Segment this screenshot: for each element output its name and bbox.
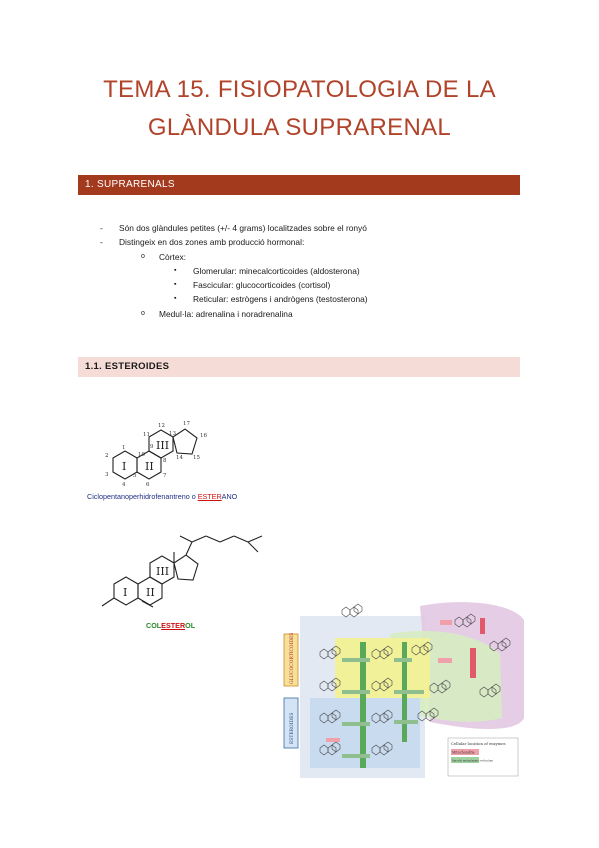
glucocorticoides-label-box (283, 633, 299, 687)
svg-text:1: 1 (122, 445, 126, 451)
svg-text:7: 7 (163, 473, 167, 479)
sterane-structure-figure: I II III 1 2 3 4 5 6 7 8 9 10 11 12 13 1… (105, 421, 207, 488)
svg-text:6: 6 (146, 482, 150, 488)
svg-text:10: 10 (138, 452, 145, 458)
svg-text:13: 13 (169, 431, 176, 437)
ring-label: II (146, 586, 155, 599)
list-item: -Són dos glàndules petites (+/- 4 grams)… (100, 223, 367, 233)
svg-text:8: 8 (163, 458, 167, 464)
svg-text:Smooth endoplasmic reticulum: Smooth endoplasmic reticulum (452, 759, 494, 763)
svg-text:Mitochondria: Mitochondria (452, 751, 475, 755)
ring-label: III (156, 565, 169, 578)
esteroides-label-box (283, 697, 299, 749)
cholesterol-structure-figure: I II III (101, 535, 263, 608)
bullet-list: -Són dos glàndules petites (+/- 4 grams)… (100, 221, 520, 321)
steroidogenesis-pathway-diagram: GLUCOCORTICOIDES ESTEROIDES (283, 602, 524, 778)
svg-text:14: 14 (176, 455, 183, 461)
ring-label: II (145, 460, 154, 473)
svg-text:5: 5 (133, 473, 137, 479)
svg-text:16: 16 (200, 433, 207, 439)
ring-label: I (123, 586, 127, 599)
list-item: ▪Fascicular: glucocorticoides (cortisol) (174, 280, 331, 291)
svg-text:3: 3 (105, 472, 109, 478)
ring-label: III (156, 439, 169, 452)
svg-text:Cellular location of enzymes: Cellular location of enzymes (451, 741, 506, 746)
cholesterol-caption: COLESTEROL (146, 621, 196, 630)
svg-text:GLUCOCORTICOIDES: GLUCOCORTICOIDES (289, 633, 295, 684)
svg-text:2: 2 (105, 453, 109, 459)
svg-text:17: 17 (183, 421, 190, 427)
enzyme-location-legend: Cellular location of enzymes Mitochondri… (447, 737, 519, 777)
page-title-line1: TEMA 15. FISIOPATOLOGIA DE LA (103, 76, 496, 103)
svg-text:4: 4 (122, 482, 126, 488)
subsection-heading-esteroides: 1.1. ESTEROIDES (78, 357, 520, 377)
svg-text:9: 9 (150, 444, 154, 450)
ring-label: I (122, 460, 126, 473)
list-item: ▪Glomerular: minecalcorticoides (aldoste… (174, 265, 360, 276)
svg-text:12: 12 (158, 423, 165, 429)
svg-text:15: 15 (193, 455, 200, 461)
list-item: -Distingeix en dos zones amb producció h… (100, 237, 305, 248)
sterane-caption: Ciclopentanoperhidrofenantreno o ESTERAN… (87, 492, 238, 501)
list-item: ▪Reticular: estrògens i andrògens (testo… (174, 294, 368, 305)
svg-text:ESTEROIDES: ESTEROIDES (289, 713, 295, 745)
page-title-line2: GLÀNDULA SUPRARENAL (147, 114, 452, 141)
section-heading-suprarenals: 1. SUPRARENALS (78, 175, 520, 195)
svg-text:11: 11 (143, 432, 150, 438)
